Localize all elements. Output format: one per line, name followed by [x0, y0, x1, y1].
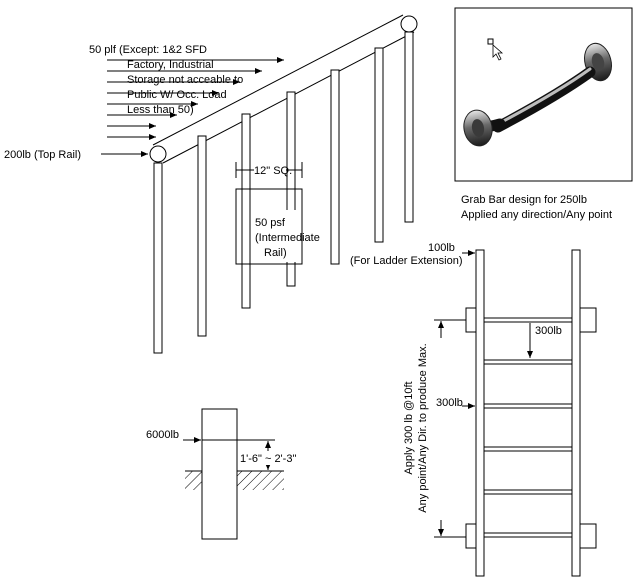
intermediate-line: 50 psf [255, 217, 286, 229]
guardrail-note: 50 plf (Except: 1&2 SFD Factory, Industr… [89, 44, 243, 116]
ladder-diagram: 100lb (For Ladder Extension) 300lb 300lb [350, 242, 597, 577]
grab-bar-caption-line: Grab Bar design for 250lb [461, 194, 587, 206]
balusters [153, 31, 414, 354]
post-diagram: 6000lb 1'-6" ~ 2'-3" [146, 408, 298, 540]
ladder-rungs [483, 317, 573, 538]
ladder-bracket [579, 523, 597, 549]
note-line: 50 plf (Except: 1&2 SFD [89, 44, 207, 56]
grab-bar-panel: Grab Bar design for 250lb Applied any di… [454, 7, 633, 221]
top-rail-load-label: 200lb (Top Rail) [4, 149, 81, 161]
ladder-dimension-line: Any point/Any Dir. to produce Max. [417, 343, 429, 512]
note-line: Public W/ Occ. Load [127, 89, 227, 101]
top-rail-far-end-circle [400, 15, 418, 33]
grab-bar-caption-line: Applied any direction/Any point [461, 209, 612, 221]
note-line: Storage not acceable to [127, 74, 243, 86]
ladder-rung [483, 446, 573, 452]
intermediate-line: Rail) [264, 247, 287, 259]
post-height-label: 1'-6" ~ 2'-3" [240, 453, 296, 465]
ladder-right-rail [571, 249, 581, 577]
ladder-rung [483, 403, 573, 409]
ladder-bracket [579, 307, 597, 333]
distributed-load-arrows [107, 57, 284, 140]
cursor-icon [492, 44, 504, 61]
square-dimension-label: 12" SQ. [254, 165, 292, 177]
ladder-extension-load: 100lb [428, 242, 455, 254]
baluster-post [404, 31, 414, 223]
height-label-backdrop [238, 451, 298, 465]
baluster-post [241, 113, 251, 309]
ladder-left-rail [475, 249, 485, 577]
ladder-bracket [465, 307, 477, 333]
baluster-post [153, 162, 163, 354]
intermediate-rail-square [235, 188, 303, 265]
grab-bar-image [463, 42, 612, 147]
top-rail-upper-edge [152, 14, 404, 146]
ladder-rung [483, 359, 573, 365]
note-line: Factory, Industrial [127, 59, 214, 71]
intermediate-line: (Intermediate [255, 232, 320, 244]
ladder-bracket [465, 523, 477, 549]
rung-load-label: 300lb [535, 325, 562, 337]
top-rail-end-circle [149, 145, 167, 163]
ladder-rung [483, 532, 573, 538]
post-load-label: 6000lb [146, 429, 179, 441]
ladder-extension-note: (For Ladder Extension) [350, 255, 463, 267]
note-line: Less than 50) [127, 104, 194, 116]
ladder-rung [483, 489, 573, 495]
selection-handle [487, 38, 494, 45]
ladder-rung [483, 317, 573, 323]
guardrail-diagram: 50 plf (Except: 1&2 SFD Factory, Industr… [4, 14, 418, 354]
ladder-dimension-line: Apply 300 lb @10ft [403, 381, 415, 474]
baluster-post [197, 135, 207, 337]
post-body [201, 408, 238, 540]
intermediate-label-backdrop [252, 210, 300, 262]
grab-bar-frame [454, 7, 633, 182]
baluster-post [374, 47, 384, 243]
baluster-post [330, 69, 340, 265]
side-load-label: 300lb [436, 397, 463, 409]
